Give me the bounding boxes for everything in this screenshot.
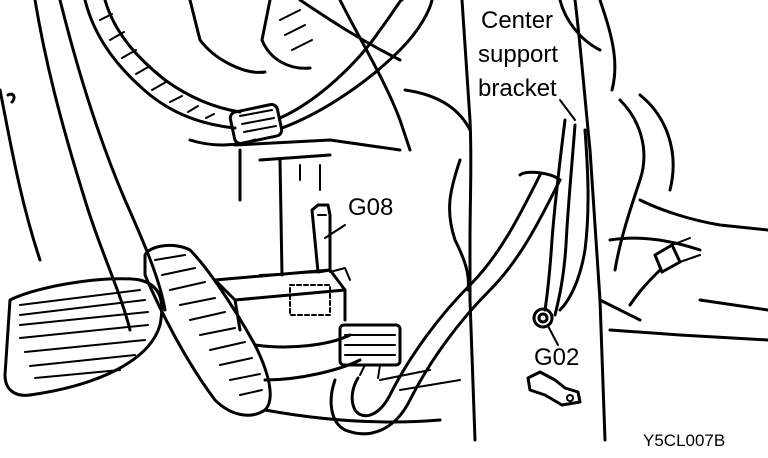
g02-ring-terminal: [532, 307, 554, 329]
upper-wire-harness: [83, 0, 434, 147]
right-side-structure: [608, 198, 768, 342]
tube-connector: [338, 323, 402, 379]
g08-label: G08: [348, 194, 394, 221]
top-connector: [188, 0, 402, 74]
pedal-bracket-assembly: [213, 267, 351, 332]
g08-ground-bracket: [310, 203, 332, 274]
center-support-bracket-label-line2: support: [478, 41, 559, 68]
g02-label: G02: [534, 344, 580, 371]
kick-panel-outline: [0, 0, 167, 332]
center-support-bracket-label-line3: bracket: [478, 75, 557, 102]
center-support-bracket-label-line1: Center: [481, 7, 554, 34]
center-support-bracket: [460, 0, 617, 442]
tubular-support: [329, 158, 562, 436]
g02-wire-harness: [543, 93, 675, 317]
figure-code: Y5CL007B: [643, 431, 726, 450]
floor-lines: [263, 298, 642, 424]
dash-panel-lines: [233, 0, 472, 277]
callout-leaders: [324, 99, 576, 346]
g02-bracket: [526, 370, 582, 407]
accelerator-pedal: [3, 277, 164, 397]
brake-pedal: [143, 243, 362, 417]
